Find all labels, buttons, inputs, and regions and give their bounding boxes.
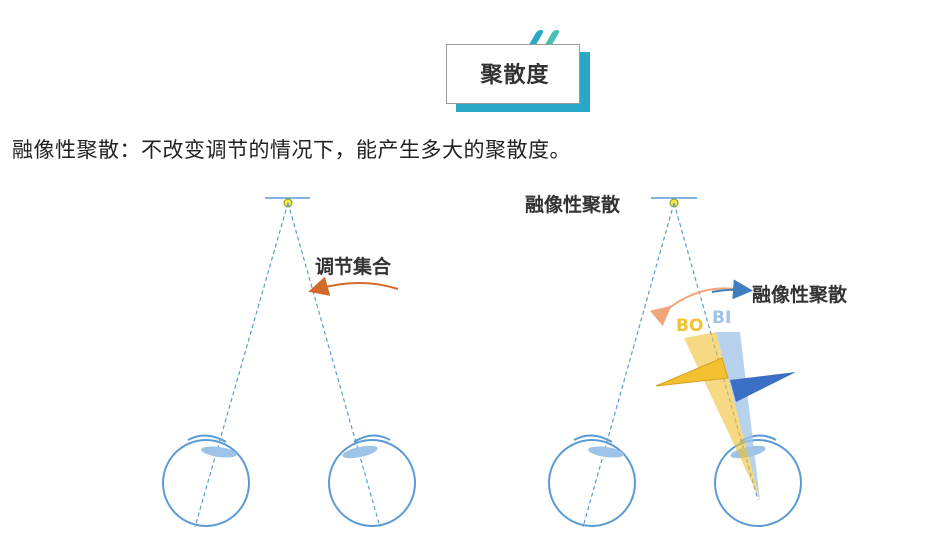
curved-arrow-icon bbox=[711, 279, 753, 300]
prism-icon bbox=[655, 357, 729, 387]
description-text: 融像性聚散：不改变调节的情况下，能产生多大的聚散度。 bbox=[12, 138, 571, 162]
eye-icon bbox=[162, 434, 250, 527]
right-diagram: 融像性聚散 融像性聚散 BO BI bbox=[525, 193, 847, 528]
visual-axis-left bbox=[582, 202, 675, 528]
right-top-label: 融像性聚散 bbox=[525, 193, 620, 216]
section-title-badge: 聚散度 bbox=[446, 30, 594, 116]
curved-arrow-icon bbox=[308, 276, 399, 296]
prism-bi-label: BI bbox=[712, 308, 731, 328]
prism-icon bbox=[730, 372, 796, 402]
left-diagram: 调节集合 bbox=[162, 197, 416, 528]
prism-bo-label: BO bbox=[676, 316, 703, 336]
eye-icon bbox=[548, 434, 636, 527]
eye-icon bbox=[714, 434, 802, 527]
left-arrow-label: 调节集合 bbox=[315, 255, 392, 278]
visual-axis-right bbox=[287, 202, 381, 528]
visual-axis-left bbox=[194, 202, 289, 528]
page-title: 聚散度 bbox=[480, 63, 550, 88]
eye-icon bbox=[328, 434, 416, 527]
right-arrow-label: 融像性聚散 bbox=[752, 283, 847, 306]
title-box bbox=[446, 44, 580, 104]
